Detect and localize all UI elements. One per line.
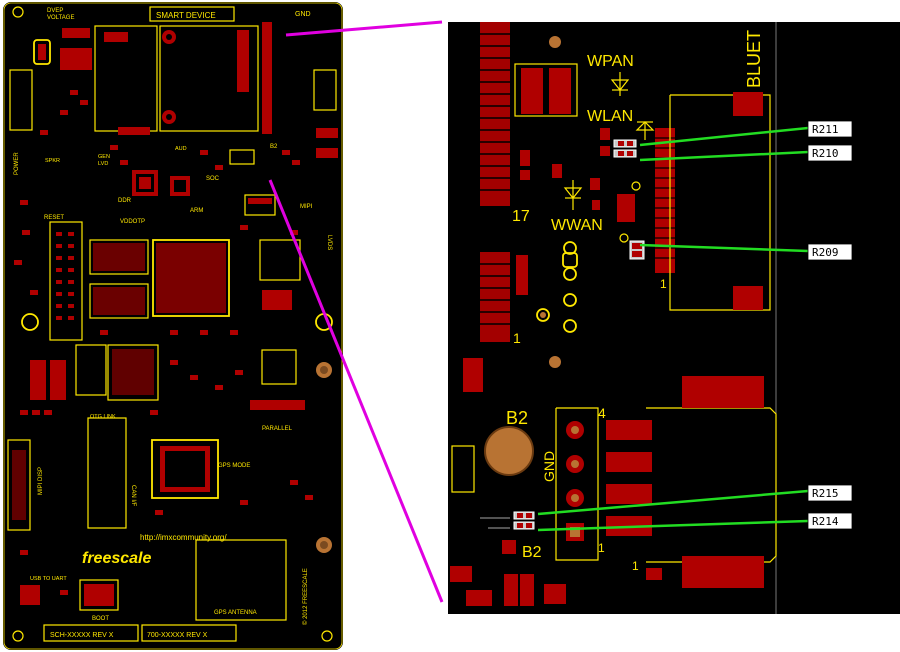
callout-box-r210 — [807, 144, 853, 162]
battery-b2-pad — [485, 427, 533, 475]
pointer-r210 — [639, 150, 809, 162]
callout-box-r214 — [807, 512, 853, 530]
pin-label-1d: 1 — [632, 559, 639, 573]
led-symbol-wlan — [635, 121, 655, 140]
bluetooth-label: BLUET — [744, 30, 764, 88]
led-label-wpan: WPAN — [587, 53, 634, 70]
board-label-lvds: LVDS — [326, 235, 332, 250]
led-label-wlan: WLAN — [587, 108, 633, 125]
resistor-r214 — [513, 521, 535, 530]
board-label-sch-rev: SCH-XXXXX REV X — [50, 632, 114, 639]
callout-r209: R209 — [812, 246, 839, 259]
board-label-voltage: VOLTAGE — [47, 15, 74, 21]
mount-hole — [21, 313, 39, 331]
board-label-freescale: freescale — [82, 550, 151, 567]
board-label-b2: B2 — [270, 144, 278, 150]
board-label-mipi-disp: MIPI DISP — [38, 467, 44, 495]
pointer-r209 — [639, 243, 809, 253]
edge-connector-bottom — [480, 252, 510, 342]
board-overview: DVEP VOLTAGE SMART DEVICE GND POWER SPKR… — [3, 2, 444, 650]
callout-box-r215 — [807, 484, 853, 502]
board-label-gnd: GND — [295, 11, 311, 18]
board-label-can-if: CAN I/F — [130, 485, 136, 507]
board-label-usb-uart: USB TO UART — [30, 576, 67, 582]
board-label-power: POWER — [14, 152, 20, 175]
callout-r210: R210 — [812, 147, 839, 160]
board-label-dvep: DVEP — [47, 8, 63, 14]
callout-r214: R214 — [812, 515, 839, 528]
board-label-ddr: DDR — [118, 198, 132, 204]
board-label-lvd: LVD — [98, 161, 108, 167]
zoom-leader-top — [285, 20, 443, 37]
board-label-gps-mode: GPS MODE — [218, 463, 250, 469]
board-label-arm: ARM — [190, 208, 203, 214]
callout-box-r211 — [807, 120, 853, 138]
callout-box-r209 — [807, 243, 853, 261]
edge-connector-top — [480, 22, 510, 206]
pin-label-1b: 1 — [660, 277, 667, 291]
board-label-vddotp: VDDOTP — [120, 219, 145, 225]
resistor-r210 — [613, 149, 637, 158]
pin-label-17: 17 — [512, 208, 530, 225]
battery-label-b2b: B2 — [522, 544, 542, 561]
board-label-parallel: PARALLEL — [262, 426, 293, 432]
battery-label-b2: B2 — [506, 408, 528, 428]
smd-parts — [14, 90, 313, 595]
pin-label-1a: 1 — [513, 330, 521, 346]
led-symbol-wpan — [610, 72, 630, 96]
board-label-mipi: MIPI — [300, 204, 313, 210]
callout-r215: R215 — [812, 487, 839, 500]
pointer-r211 — [639, 126, 809, 147]
pin-label-4: 4 — [598, 405, 606, 421]
processor-bga — [152, 239, 230, 317]
board-label-board-rev: 700-XXXXX REV X — [147, 632, 208, 639]
board-label-copyright: © 2012 FREESCALE — [302, 568, 309, 625]
pointer-r215 — [537, 489, 809, 516]
board-label-boot: BOOT — [92, 616, 109, 622]
battery-label-gnd: GND — [541, 451, 557, 482]
pointer-r214 — [537, 519, 809, 532]
board-label-smart-device: SMART DEVICE — [156, 11, 216, 20]
resistor-r211 — [613, 139, 637, 148]
zoom-leader-bottom — [268, 179, 444, 603]
board-label-gen: GEN — [98, 154, 110, 160]
board-label-aud: AUD — [175, 146, 187, 152]
led-label-wwan: WWAN — [551, 217, 603, 234]
board-label-spkr: SPKR — [45, 158, 60, 164]
led-symbol-wwan — [563, 180, 583, 210]
callout-r211: R211 — [812, 123, 839, 136]
board-label-soc: SOC — [206, 176, 220, 182]
resistor-r215 — [513, 511, 535, 520]
bluetooth-connector — [655, 128, 675, 273]
callouts: R211 R210 R209 R215 R214 — [537, 120, 853, 532]
board-label-reset: RESET — [44, 215, 64, 221]
board-label-url: http://imxcommunity.org/ — [140, 533, 227, 542]
board-label-otg-link: OTG LINK — [90, 414, 116, 420]
pin-label-1c: 1 — [598, 541, 605, 555]
board-outline — [3, 2, 343, 650]
header-pins — [56, 232, 74, 320]
board-label-gps-antenna: GPS ANTENNA — [214, 610, 257, 616]
